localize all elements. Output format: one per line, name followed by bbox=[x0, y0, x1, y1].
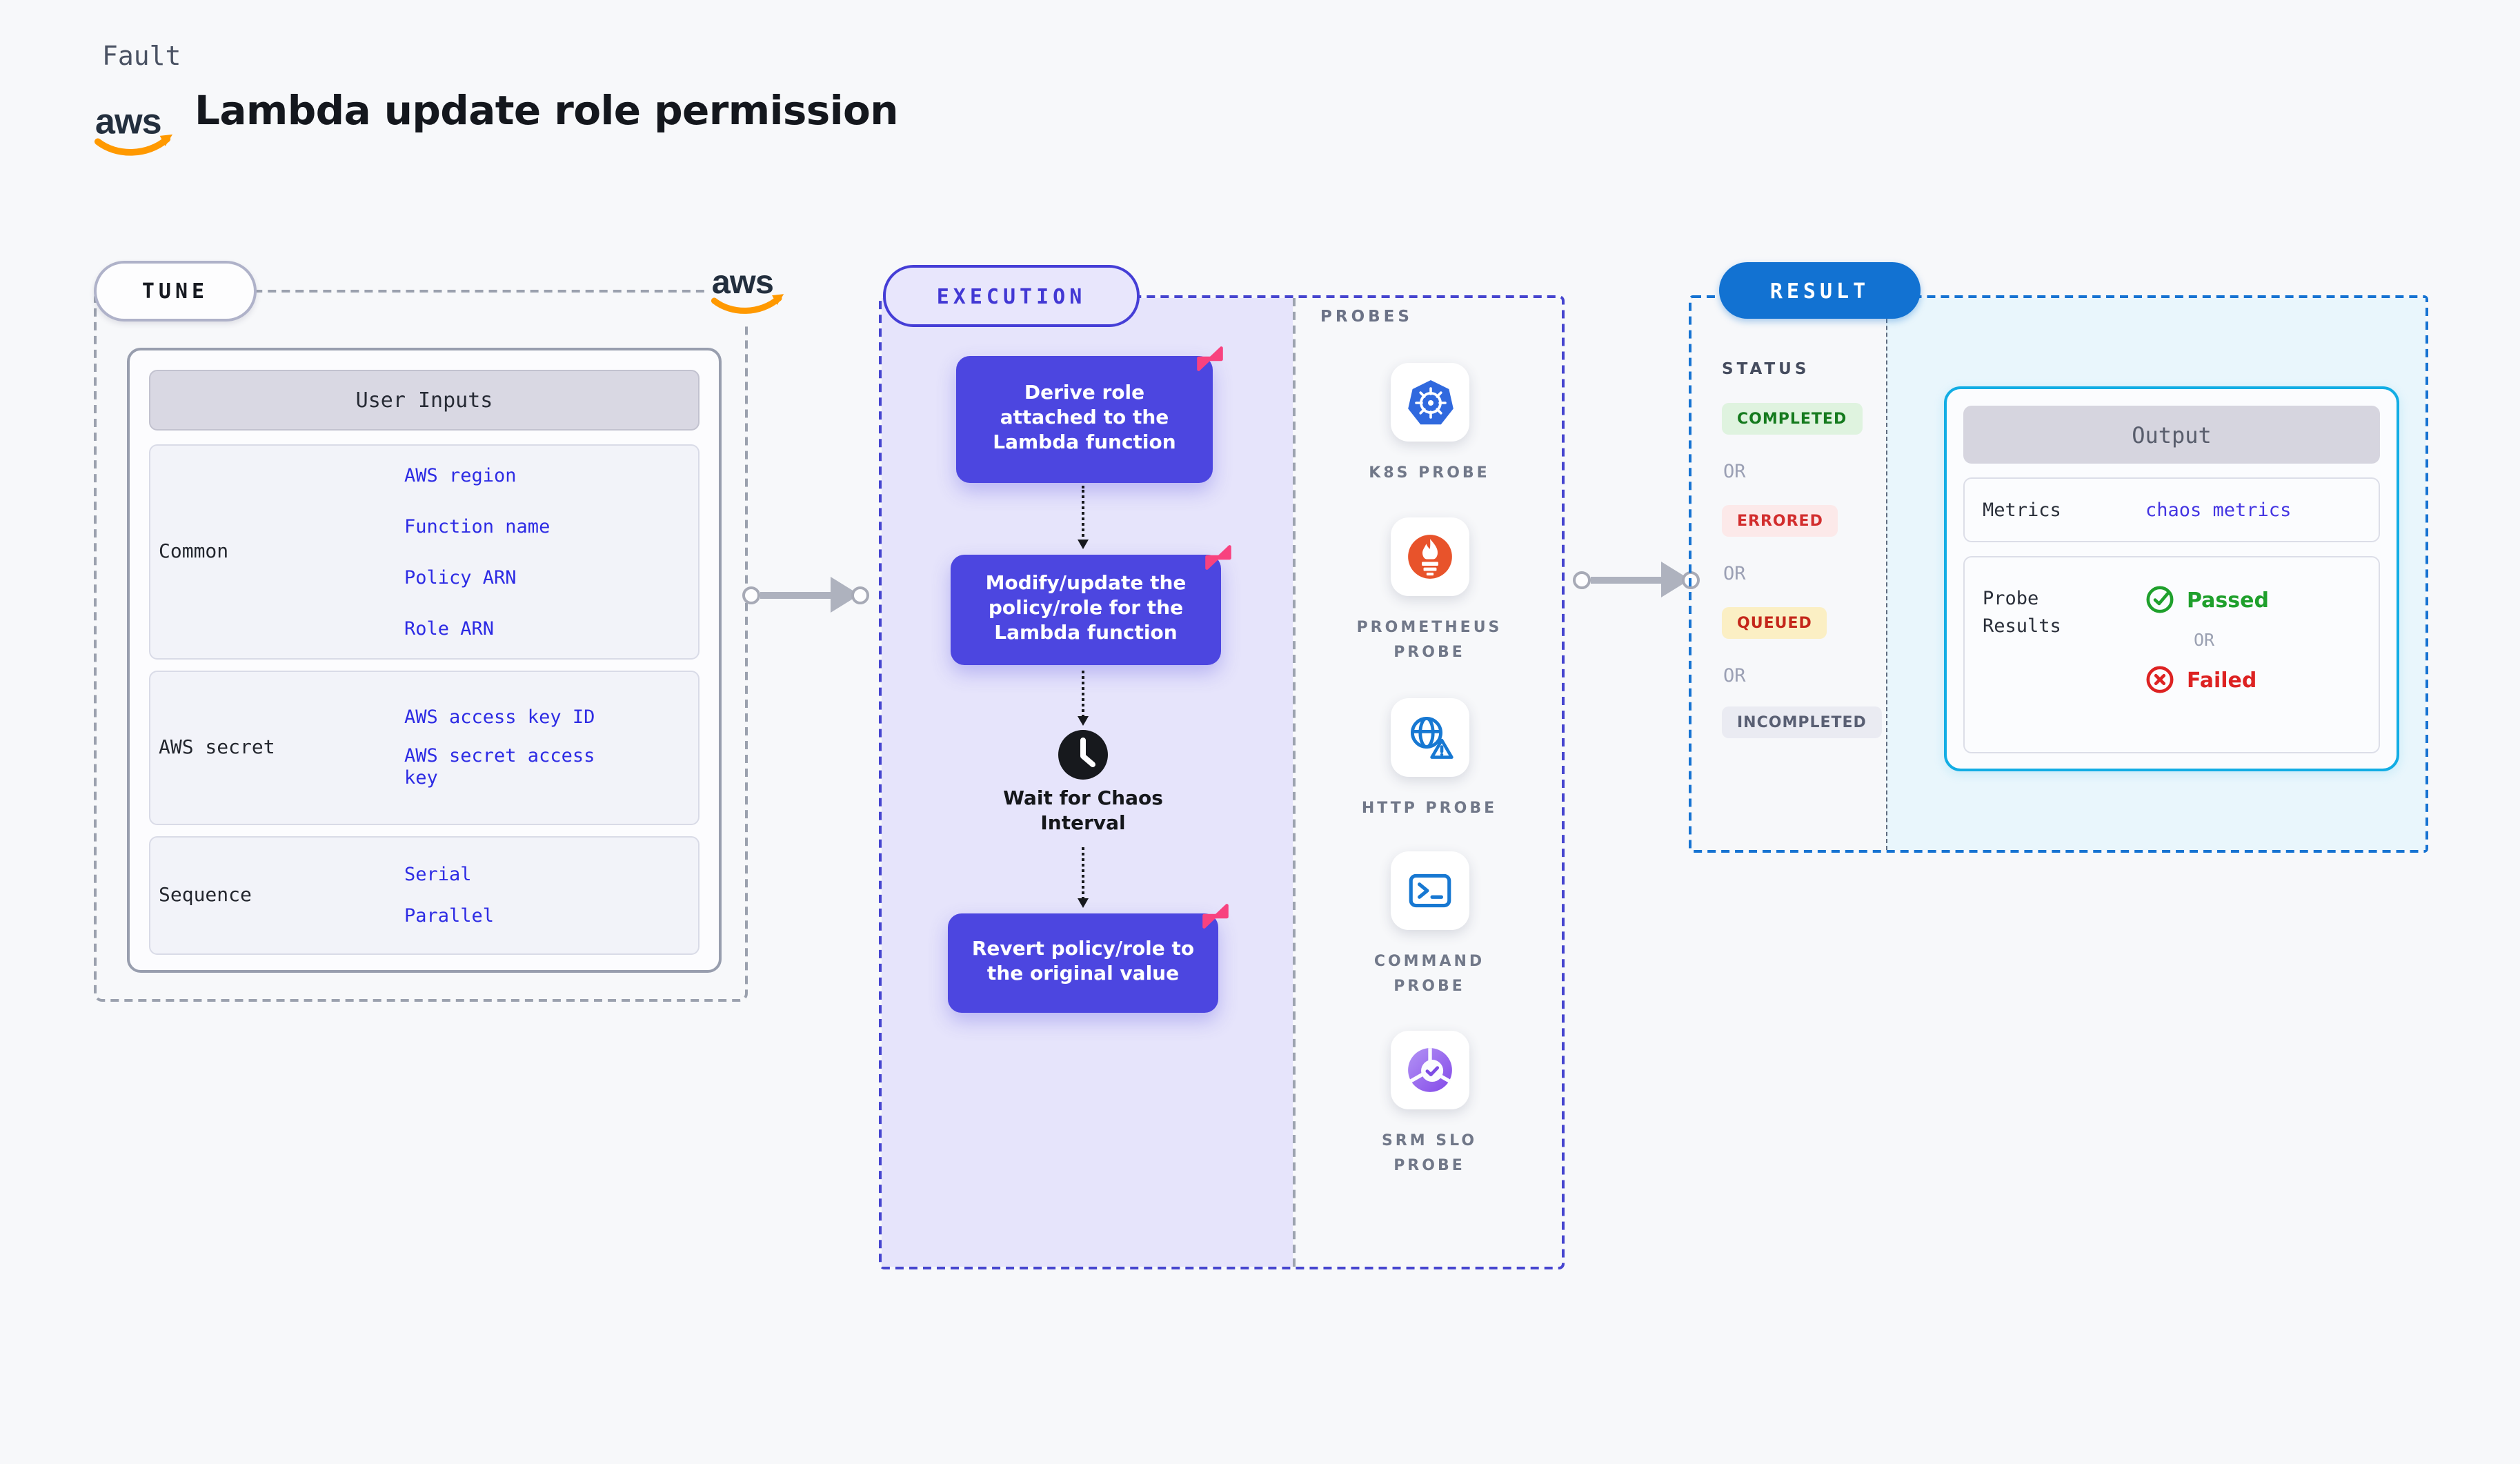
chaos-icon bbox=[1197, 346, 1223, 371]
probe-results-values: Passed OR Failed bbox=[2145, 585, 2269, 752]
terminal-icon bbox=[1409, 873, 1451, 908]
status-badge-queued: QUEUED bbox=[1722, 607, 1827, 639]
probe-card-prometheus bbox=[1391, 517, 1469, 596]
link-policy-arn[interactable]: Policy ARN bbox=[404, 566, 517, 588]
user-inputs-header: User Inputs bbox=[149, 370, 700, 431]
arrow-tune-to-execution bbox=[742, 575, 869, 614]
chaos-metrics-link[interactable]: chaos metrics bbox=[2145, 499, 2292, 521]
output-box: Output Metrics chaos metrics Probe Resul… bbox=[1944, 386, 2399, 771]
or-separator: OR bbox=[1723, 665, 1746, 687]
connector-arrow bbox=[1078, 847, 1089, 908]
metrics-row: Metrics chaos metrics bbox=[1963, 477, 2380, 542]
step-revert-policy: Revert policy/role to the original value bbox=[948, 904, 1229, 1013]
svg-text:aws: aws bbox=[712, 264, 773, 301]
link-parallel[interactable]: Parallel bbox=[404, 905, 495, 927]
page-title: Lambda update role permission bbox=[195, 87, 899, 134]
chaos-icon bbox=[1205, 545, 1231, 570]
tune-aws-logo-patch: aws bbox=[706, 251, 789, 326]
or-separator: OR bbox=[1723, 563, 1746, 585]
http-globe-icon bbox=[1409, 715, 1453, 758]
kubernetes-icon bbox=[1407, 379, 1453, 424]
link-role-arn[interactable]: Role ARN bbox=[404, 617, 495, 640]
probe-card-k8s bbox=[1391, 363, 1469, 442]
table-row-common: Common AWS region Function name Policy A… bbox=[149, 444, 700, 660]
link-function-name[interactable]: Function name bbox=[404, 515, 550, 537]
passed-line: Passed bbox=[2145, 585, 2269, 614]
probe-results-label: Probe Results bbox=[1983, 588, 2061, 638]
probe-label-command: COMMAND PROBE bbox=[1373, 952, 1485, 995]
table-row-aws-secret: AWS secret AWS access key ID AWS secret … bbox=[149, 671, 700, 825]
probes-area bbox=[1293, 298, 1562, 1267]
aws-logo: aws bbox=[94, 102, 173, 156]
probe-label-http: HTTP PROBE bbox=[1361, 799, 1498, 817]
link-aws-access-key-id[interactable]: AWS access key ID bbox=[404, 706, 595, 729]
svg-text:aws: aws bbox=[95, 102, 161, 142]
probes-title: PROBES bbox=[1320, 306, 1413, 326]
connector-arrow bbox=[1078, 671, 1089, 726]
arrow-end-dot bbox=[851, 586, 869, 604]
connector-arrow bbox=[1078, 486, 1089, 549]
link-aws-region[interactable]: AWS region bbox=[404, 464, 517, 486]
srm-slo-icon bbox=[1408, 1048, 1452, 1092]
check-circle-icon bbox=[2146, 586, 2174, 613]
chaos-icon bbox=[1202, 904, 1229, 929]
row-links: Serial Parallel bbox=[335, 838, 698, 953]
table-row-sequence: Sequence Serial Parallel bbox=[149, 836, 700, 955]
failed-line: Failed bbox=[2145, 665, 2269, 694]
probe-label-prometheus: PROMETHEUS PROBE bbox=[1356, 618, 1502, 661]
aws-logo: aws bbox=[711, 264, 784, 314]
arrow-execution-to-result bbox=[1573, 560, 1700, 599]
arrow-start-dot bbox=[1573, 571, 1591, 588]
probe-card-srm-slo bbox=[1391, 1031, 1469, 1109]
status-badge-completed: COMPLETED bbox=[1722, 403, 1863, 435]
row-label: Common bbox=[159, 541, 229, 563]
step-derive-role: Derive role attached to the Lambda funct… bbox=[956, 346, 1223, 483]
row-links: AWS access key ID AWS secret access key bbox=[335, 672, 698, 824]
result-section-label: RESULT bbox=[1719, 262, 1921, 319]
prometheus-icon bbox=[1408, 535, 1452, 579]
tune-section-label: TUNE bbox=[94, 261, 257, 322]
metrics-label: Metrics bbox=[1983, 499, 2061, 521]
probe-card-http bbox=[1391, 698, 1469, 777]
or-separator: OR bbox=[1723, 461, 1746, 483]
clock-icon bbox=[1058, 730, 1108, 780]
execution-section-label: EXECUTION bbox=[883, 265, 1140, 327]
output-header: Output bbox=[1963, 406, 2380, 464]
user-inputs-table: User Inputs Common AWS region Function n… bbox=[127, 348, 722, 973]
probe-card-command bbox=[1391, 851, 1469, 930]
probe-label-k8s: K8S PROBE bbox=[1369, 464, 1490, 482]
fault-kicker: Fault bbox=[102, 41, 181, 72]
probe-label-srm-slo: SRM SLO PROBE bbox=[1381, 1131, 1478, 1174]
link-aws-secret-access-key[interactable]: AWS secret access key bbox=[404, 745, 595, 789]
passed-label: Passed bbox=[2187, 587, 2269, 612]
status-badge-incompleted: INCOMPLETED bbox=[1722, 706, 1882, 738]
probe-results-row: Probe Results Passed OR Failed bbox=[1963, 556, 2380, 753]
row-links: AWS region Function name Policy ARN Role… bbox=[335, 446, 698, 658]
tune-section-box bbox=[94, 290, 748, 1002]
x-circle-icon bbox=[2146, 666, 2174, 693]
or-separator: OR bbox=[2194, 629, 2215, 650]
arrow-start-dot bbox=[742, 586, 760, 604]
link-serial[interactable]: Serial bbox=[404, 864, 472, 886]
status-badge-errored: ERRORED bbox=[1722, 505, 1838, 537]
status-title: STATUS bbox=[1722, 359, 1810, 378]
row-label: AWS secret bbox=[159, 737, 275, 759]
failed-label: Failed bbox=[2187, 667, 2257, 692]
row-label: Sequence bbox=[159, 884, 252, 907]
wait-interval-label: Wait for Chaos Interval bbox=[1003, 788, 1163, 835]
step-modify-policy: Modify/update the policy/role for the La… bbox=[951, 545, 1231, 665]
